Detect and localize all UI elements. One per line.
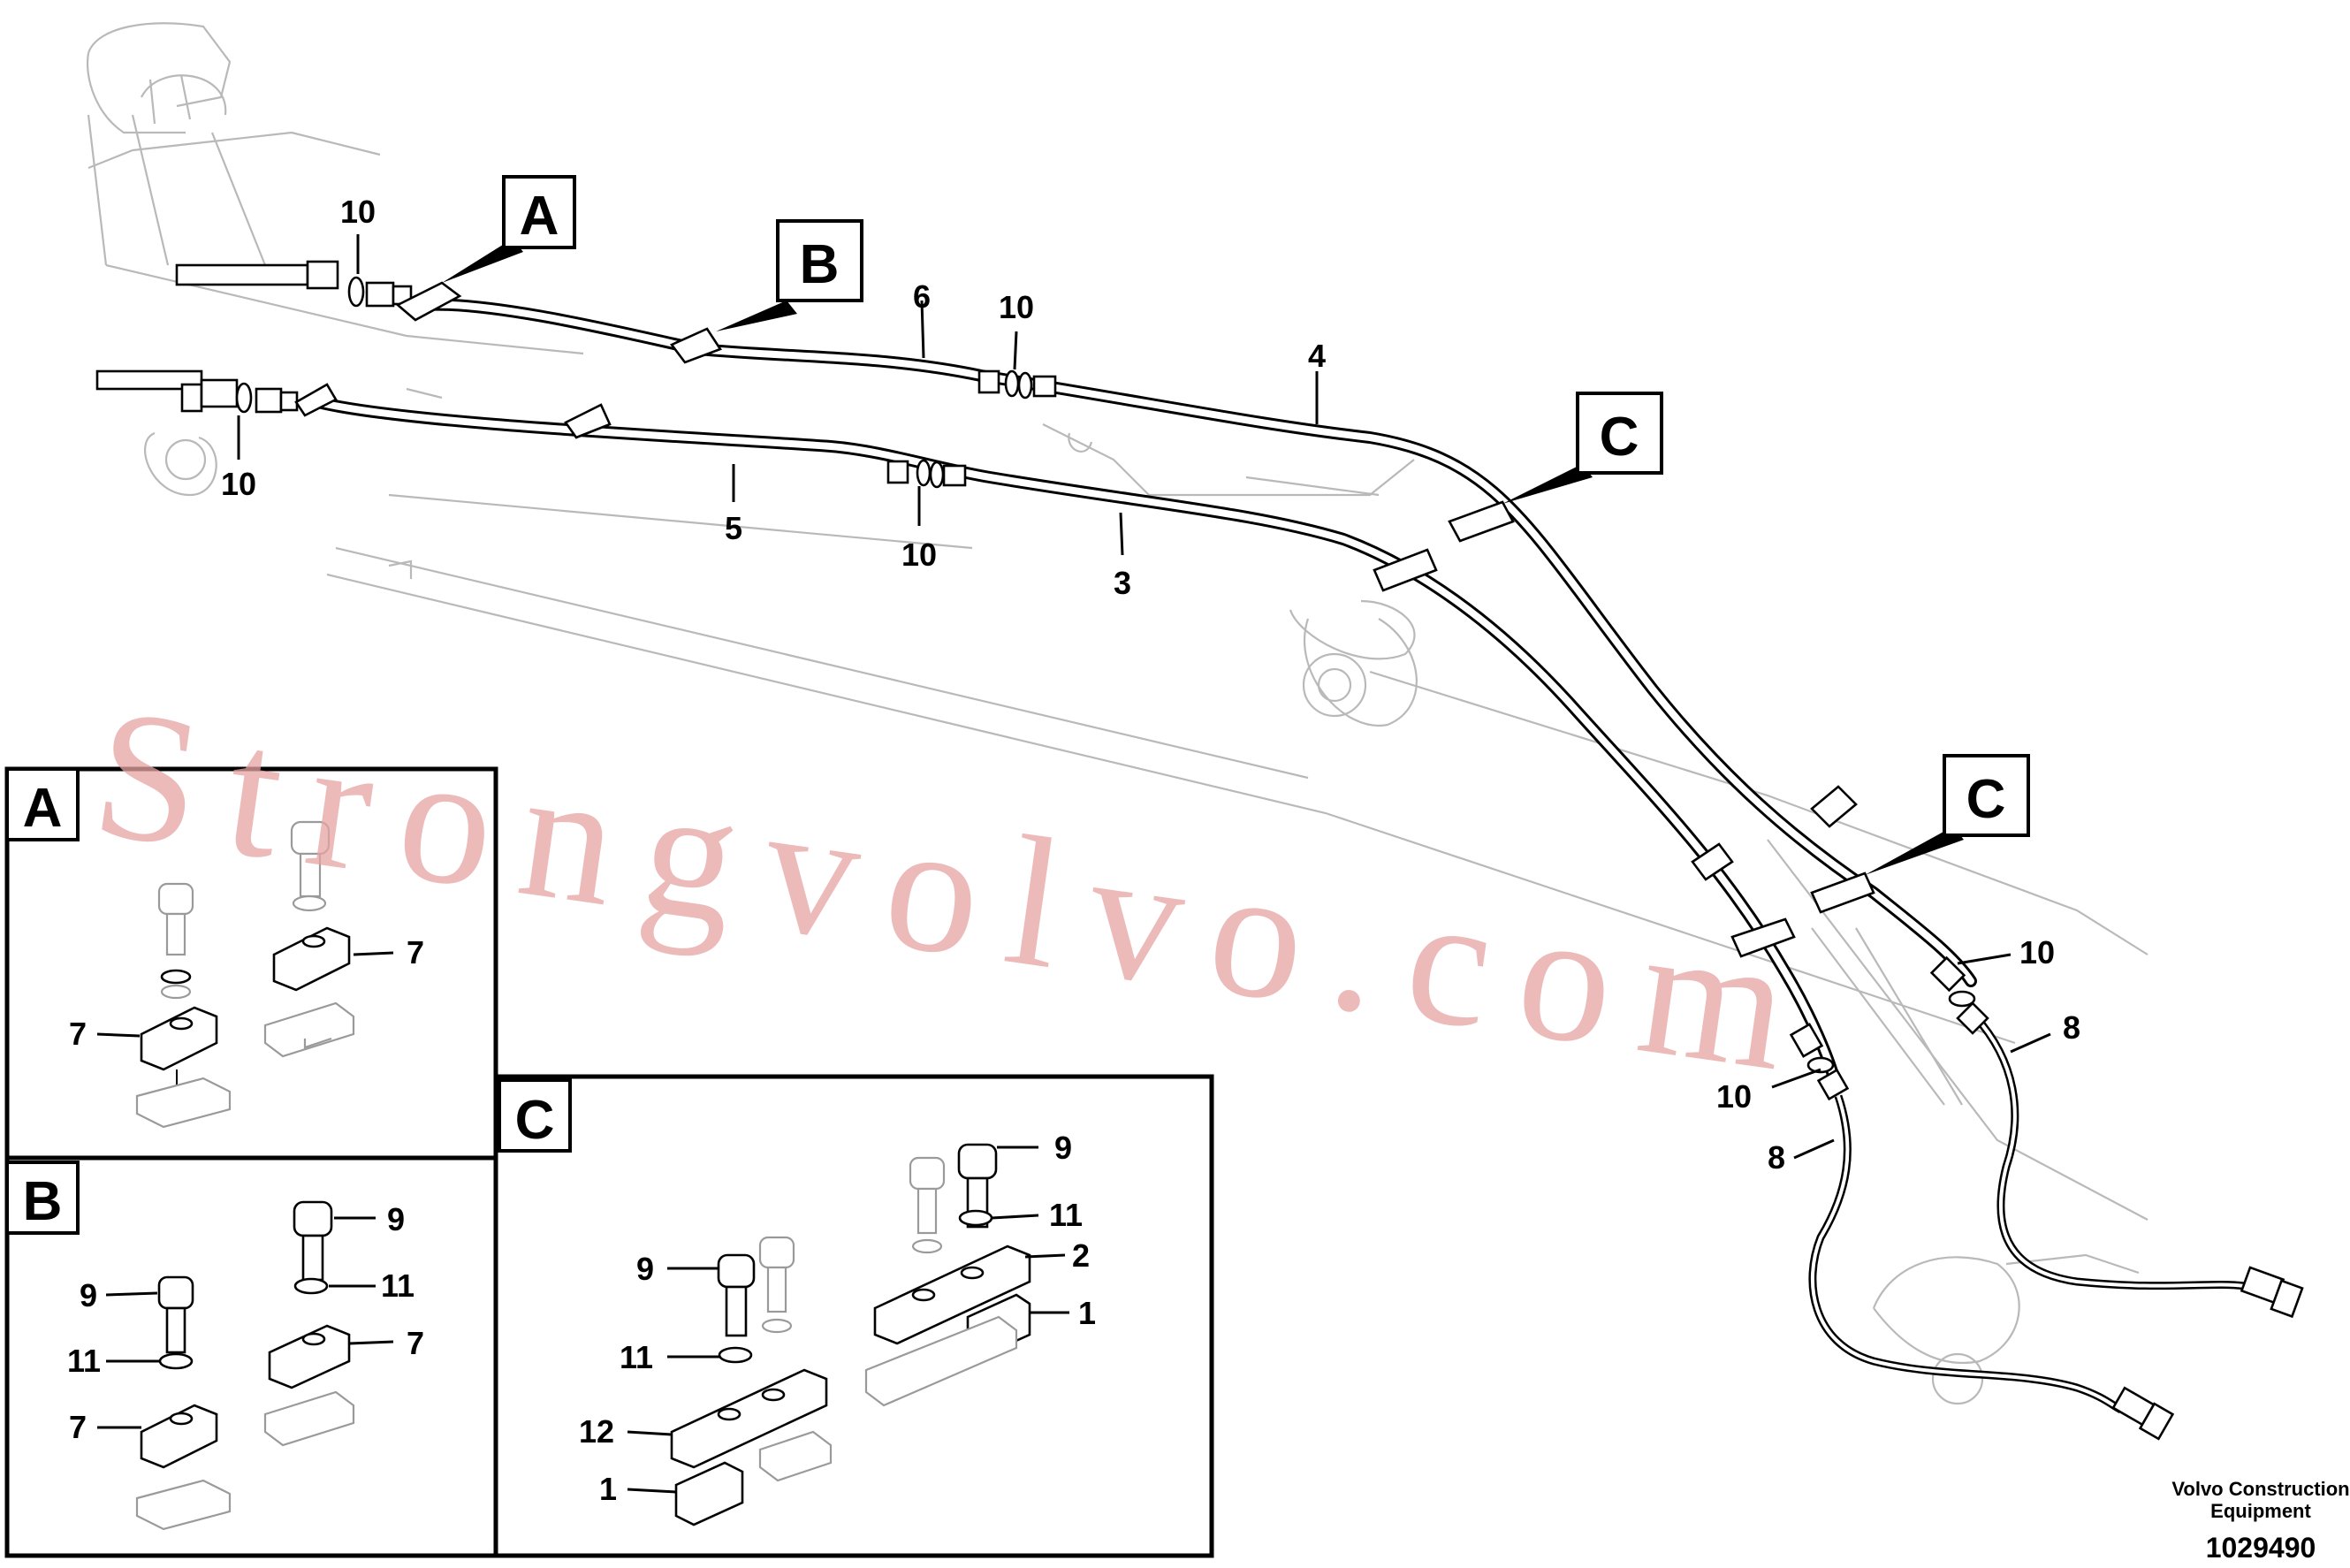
detail-a-callout-7-left: 7 (69, 1016, 87, 1052)
detail-c-callout-11-left: 11 (620, 1339, 653, 1375)
callout-10-top-left: 10 (340, 194, 376, 230)
view-flag-c-upper-label: C (1600, 407, 1639, 468)
hoses (1808, 1013, 2304, 1441)
detail-a-frame: A 7 7 (4, 766, 498, 1161)
detail-a-label: A (23, 778, 63, 839)
detail-b-callout-7-right: 7 (407, 1325, 424, 1361)
view-flag-c-lower-label: C (1966, 769, 2006, 830)
callout-3: 3 (1114, 565, 1131, 601)
detail-c-callout-9-left: 9 (636, 1251, 654, 1287)
view-flag-b (776, 219, 863, 302)
detail-c-callout-2: 2 (1072, 1237, 1090, 1274)
detail-b-parts (97, 1200, 394, 1531)
callout-10-mid: 10 (901, 537, 937, 573)
boom-outline (87, 22, 2148, 1405)
view-flag-c-upper (1576, 392, 1663, 475)
drawing-number: 1029490 (2206, 1532, 2316, 1564)
detail-c-parts (627, 1143, 1069, 1526)
view-flag-c-lower (1943, 754, 2030, 837)
callout-10-mid-top: 10 (999, 289, 1034, 325)
main-callouts: 10 10 6 10 4 5 10 3 10 10 8 8 (221, 194, 2080, 1176)
callout-8-left: 8 (1768, 1139, 1785, 1176)
detail-b-callout-11-left: 11 (67, 1343, 101, 1379)
detail-c-callout-11-right: 11 (1049, 1197, 1083, 1233)
detail-b-callout-11-right: 11 (381, 1267, 414, 1304)
footer: Volvo Construction Equipment 1029490 (2171, 1478, 2349, 1564)
detail-b-label: B (23, 1171, 63, 1232)
detail-b-callout-9-left: 9 (80, 1277, 97, 1313)
view-flag-b-label: B (800, 234, 840, 295)
view-flag-a (502, 175, 576, 249)
callout-10-left: 10 (221, 466, 256, 502)
detail-b-frame: B 9 11 7 9 11 7 (4, 1155, 498, 1558)
callout-5: 5 (725, 510, 742, 546)
detail-c-callout-1-right: 1 (1078, 1295, 1096, 1331)
cylinder-rods (95, 260, 339, 413)
callout-10-lower: 10 (1716, 1078, 1752, 1115)
view-flag-a-label: A (520, 186, 559, 247)
view-flags: A B C C (442, 175, 2030, 875)
callout-10-right: 10 (2019, 934, 2055, 970)
detail-a-callout-7-right: 7 (407, 934, 424, 970)
detail-c-callout-12: 12 (579, 1413, 614, 1450)
callout-4: 4 (1308, 338, 1326, 374)
detail-c-callout-1-left: 1 (599, 1471, 617, 1507)
brand-line-1: Volvo Construction (2171, 1478, 2349, 1500)
tube-clamps (294, 281, 1875, 958)
detail-c-label: C (515, 1090, 555, 1151)
detail-c-callout-9-right: 9 (1054, 1130, 1072, 1166)
detail-a-parts (96, 820, 394, 1129)
callout-6: 6 (913, 278, 931, 315)
detail-b-callout-9-right: 9 (387, 1201, 405, 1237)
brand-line-2: Equipment (2210, 1500, 2311, 1522)
callout-8-right: 8 (2063, 1009, 2080, 1046)
main-leaders (237, 234, 2051, 1160)
detail-b-callout-7-left: 7 (69, 1409, 87, 1445)
detail-c-frame: C (493, 1074, 1214, 1558)
